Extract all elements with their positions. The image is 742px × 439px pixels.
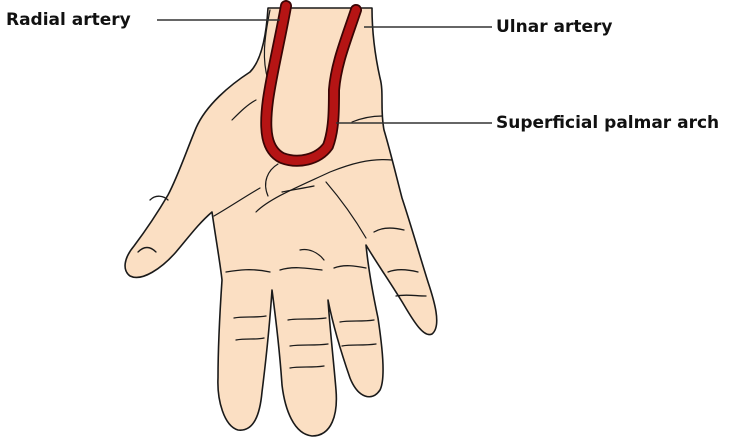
ulnar-artery-label: Ulnar artery — [496, 19, 613, 36]
radial-artery-label: Radial artery — [6, 12, 131, 29]
hand-outline — [125, 8, 437, 436]
superficial-palmar-arch-label: Superficial palmar arch — [496, 115, 719, 132]
